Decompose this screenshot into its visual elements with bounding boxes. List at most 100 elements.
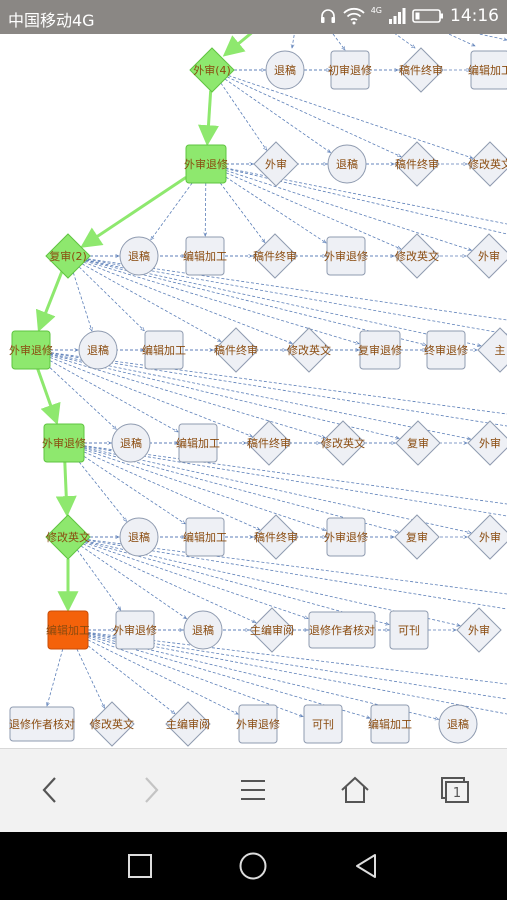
flow-node-circle[interactable]: 退稿: [327, 144, 367, 184]
flow-node-rect[interactable]: 终审退修: [424, 330, 468, 370]
path-edge: [197, 90, 219, 147]
flow-node-label: 主: [495, 344, 506, 357]
flow-node-label: 主编审阅: [166, 717, 210, 731]
system-back-button[interactable]: [346, 846, 386, 886]
flow-node-rect[interactable]: 编辑加工: [142, 330, 186, 370]
flow-node-label: 稿件终审: [395, 157, 439, 171]
flow-node-circle[interactable]: 退稿: [119, 517, 159, 557]
flow-node-rect[interactable]: 编辑加工: [183, 236, 227, 276]
flow-node-circle[interactable]: 退稿: [78, 330, 118, 370]
forward-button[interactable]: [126, 765, 176, 815]
flow-node-diamond[interactable]: 修改英文: [467, 141, 507, 187]
flow-node-diamond[interactable]: 主编审阅: [249, 607, 295, 653]
flow-node-diamond[interactable]: 修改英文: [394, 233, 440, 279]
flow-node-rect[interactable]: 外审退修: [9, 330, 53, 370]
option-edge: [67, 536, 507, 610]
flow-node-label: 外审退修: [184, 157, 228, 171]
flow-node-circle[interactable]: 退稿: [265, 50, 305, 90]
flow-node-shape: [326, 517, 366, 557]
option-edge: [85, 259, 481, 346]
option-edge: [84, 260, 359, 344]
flow-node-shape: [11, 330, 51, 370]
flow-node-shape: [78, 330, 118, 370]
flow-node-diamond[interactable]: 复审: [394, 514, 440, 560]
flow-node-diamond[interactable]: 复审(2): [45, 233, 91, 279]
flow-node-rect[interactable]: 外审退修: [184, 144, 228, 184]
flow-node-diamond[interactable]: 修改英文: [320, 420, 366, 466]
recent-apps-button[interactable]: [120, 846, 160, 886]
flow-node-rect[interactable]: 编辑加工: [183, 517, 227, 557]
flow-node-diamond[interactable]: 复审: [395, 420, 441, 466]
flow-node-circle[interactable]: 退稿: [438, 704, 478, 744]
flow-node-circle[interactable]: 退稿: [119, 236, 159, 276]
flow-node-rect[interactable]: 退修作者核对: [9, 706, 75, 742]
option-edge: [87, 636, 303, 716]
back-button[interactable]: [25, 765, 75, 815]
flow-node-rect[interactable]: 编辑加工: [46, 610, 90, 650]
flow-node-diamond[interactable]: 主编审阅: [165, 701, 211, 747]
option-edge: [225, 172, 401, 250]
option-edge: [87, 635, 370, 718]
flow-node-shape: [456, 607, 502, 653]
flow-node-diamond[interactable]: 外审: [466, 233, 507, 279]
flow-node-label: 稿件终审: [399, 63, 443, 77]
flow-node-rect[interactable]: 外审退修: [236, 704, 280, 744]
tabs-icon: 1: [441, 777, 469, 803]
flow-node-shape: [467, 420, 507, 466]
flow-node-rect[interactable]: 可刊: [303, 704, 343, 744]
flow-node-shape: [370, 704, 410, 744]
tabs-button[interactable]: 1: [430, 765, 480, 815]
flow-node-diamond[interactable]: 稿件终审: [253, 514, 299, 560]
flow-node-rect[interactable]: 复审退修: [358, 330, 402, 370]
flow-node-shape: [327, 144, 367, 184]
incoming-edge: [394, 34, 415, 48]
flow-node-shape: [326, 236, 366, 276]
flow-node-rect[interactable]: 外审退修: [324, 517, 368, 557]
option-edge: [83, 261, 292, 343]
flow-node-label: 编辑加工: [142, 343, 186, 357]
flow-node-circle[interactable]: 退稿: [183, 610, 223, 650]
flow-node-diamond[interactable]: 外审: [456, 607, 502, 653]
home-button[interactable]: [330, 765, 380, 815]
back-triangle-icon: [356, 854, 376, 878]
flow-node-label: 外审退修: [236, 717, 280, 731]
flow-node-diamond[interactable]: 外审: [467, 420, 507, 466]
flow-node-diamond[interactable]: 修改英文: [89, 701, 135, 747]
incoming-edge: [332, 34, 345, 50]
flow-node-rect[interactable]: 可刊: [389, 610, 429, 650]
flow-node-rect[interactable]: 初审退修: [328, 50, 372, 90]
flow-node-label: 外审退修: [113, 623, 157, 637]
chevron-left-icon: [42, 777, 56, 803]
flow-node-rect[interactable]: 编辑加工: [176, 423, 220, 463]
flow-node-rect[interactable]: 编辑加工: [368, 704, 412, 744]
flow-node-diamond[interactable]: 修改英文: [286, 327, 332, 373]
incoming-edge: [222, 34, 253, 57]
flow-node-diamond[interactable]: 外审: [467, 514, 507, 560]
option-edge: [67, 629, 507, 700]
workflow-diagram[interactable]: 外审(4)退稿初审退修稿件终审编辑加工外审退修外审退稿稿件终审修改英文复审(2)…: [0, 34, 507, 748]
flow-node-diamond[interactable]: 主: [477, 327, 507, 373]
flow-node-diamond[interactable]: 稿件终审: [246, 420, 292, 466]
system-home-button[interactable]: [233, 846, 273, 886]
flow-node-circle[interactable]: 退稿: [111, 423, 151, 463]
flow-node-shape: [249, 607, 295, 653]
workflow-graph[interactable]: 外审(4)退稿初审退修稿件终审编辑加工外审退修外审退稿稿件终审修改英文复审(2)…: [0, 34, 507, 748]
option-edge: [83, 447, 471, 532]
flow-node-diamond[interactable]: 稿件终审: [398, 47, 444, 93]
flow-node-diamond[interactable]: 稿件终审: [213, 327, 259, 373]
flow-node-diamond[interactable]: 外审(4): [189, 47, 235, 93]
flow-node-diamond[interactable]: 稿件终审: [252, 233, 298, 279]
flow-node-diamond[interactable]: 稿件终审: [394, 141, 440, 187]
flow-node-diamond[interactable]: 外审: [253, 141, 299, 187]
flow-node-rect[interactable]: 退修作者核对: [308, 611, 376, 649]
option-edge: [219, 182, 265, 243]
option-edge: [82, 543, 256, 624]
flow-node-rect[interactable]: 外审退修: [113, 610, 157, 650]
flow-node-label: 主编审阅: [250, 623, 294, 637]
flow-node-rect[interactable]: 外审退修: [324, 236, 368, 276]
flow-node-diamond[interactable]: 修改英文: [45, 514, 91, 560]
menu-button[interactable]: [228, 765, 278, 815]
flow-node-shape: [47, 610, 89, 650]
flow-node-rect[interactable]: 外审退修: [42, 423, 86, 463]
flow-node-rect[interactable]: 编辑加工: [468, 50, 507, 90]
